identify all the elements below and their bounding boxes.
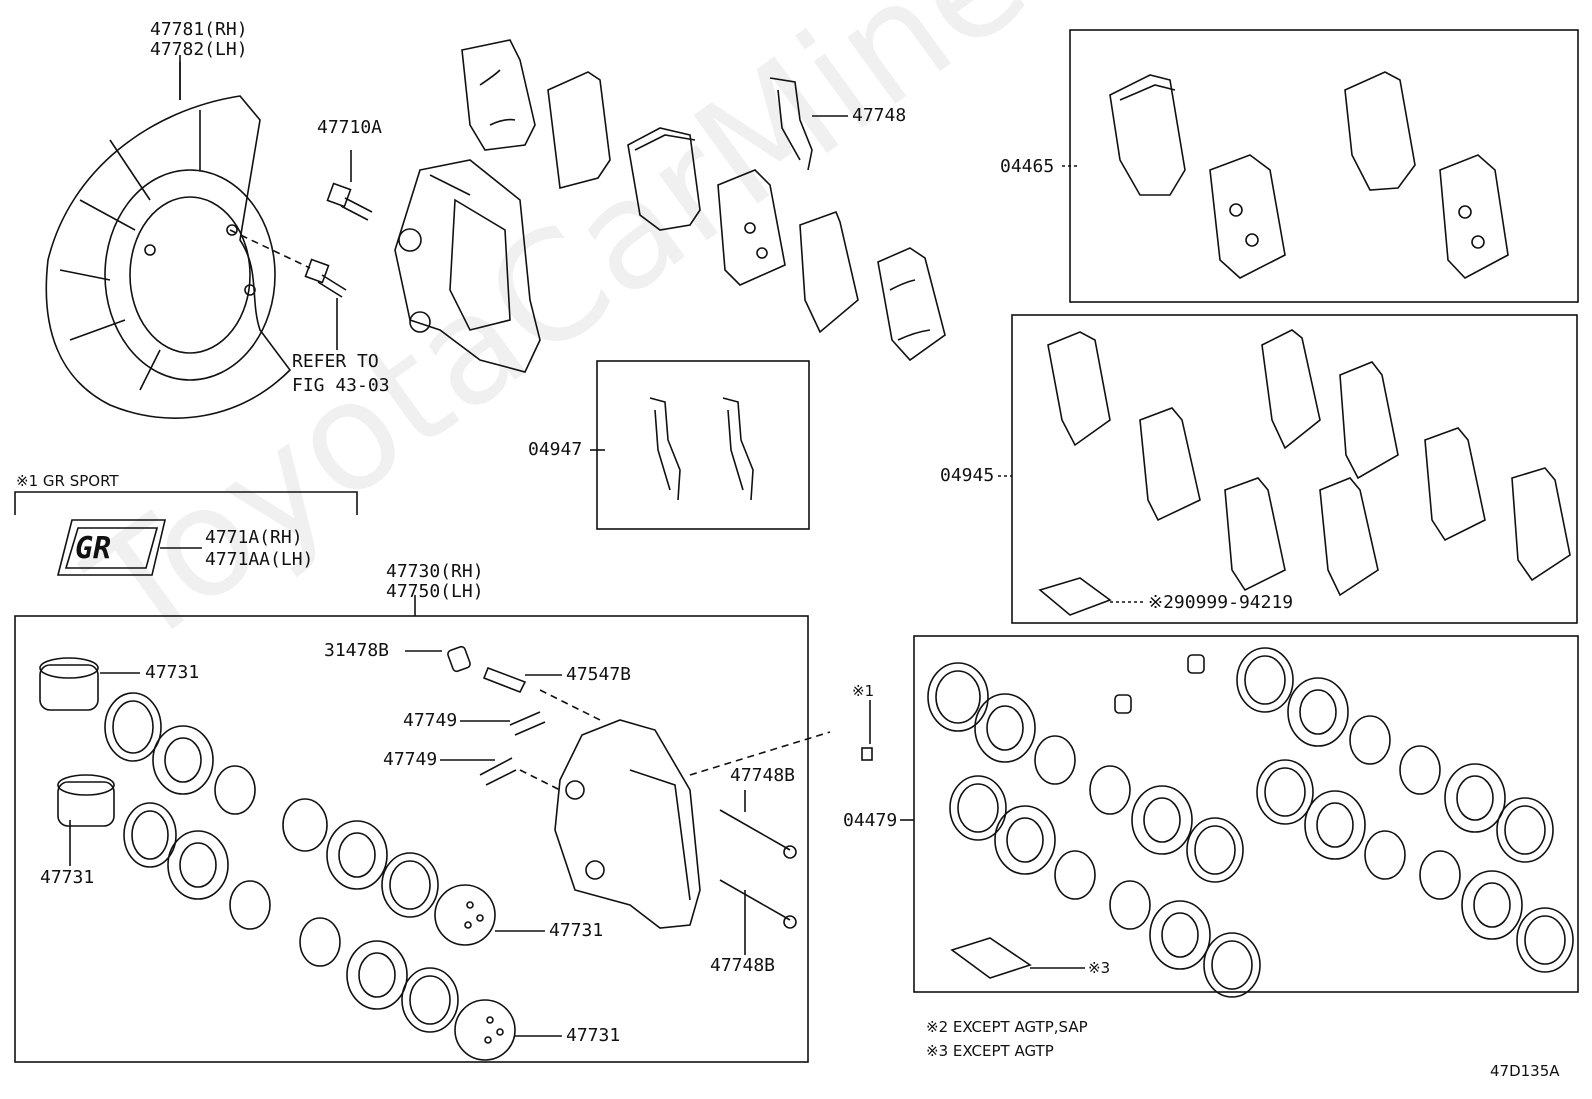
label-caliper-rh: 47730(RH) <box>386 561 484 582</box>
label-cap-31478b: 31478B <box>324 640 390 661</box>
bolt-drawing <box>229 150 373 350</box>
label-spring-47748: 47748 <box>852 105 907 126</box>
label-bolt-47710a: 47710A <box>317 117 383 138</box>
caliper-assembly-drawing <box>447 645 873 929</box>
label-kit-04479: 04479 <box>843 810 898 831</box>
label-kit-04465: 04465 <box>1000 156 1055 177</box>
gr-emblem-drawing <box>56 519 167 576</box>
label-piston-47731-a: 47731 <box>145 662 200 683</box>
kit-04945-drawing <box>1038 329 1571 616</box>
kit-04465-drawing <box>1109 71 1509 279</box>
label-note-mark-1: ※1 <box>852 682 875 700</box>
footnote-2: ※2 EXCEPT AGTP,SAP <box>926 1018 1088 1036</box>
label-piston-47731-b: 47731 <box>40 867 95 888</box>
label-kit-04945: 04945 <box>940 465 995 486</box>
spring-47748-drawing <box>769 77 813 171</box>
frame-caliper-assembly <box>14 615 809 1063</box>
diagram-code: 47D135A <box>1490 1062 1560 1080</box>
label-mark-3: ※3 <box>1088 959 1111 977</box>
label-caliper-lh: 47750(LH) <box>386 581 484 602</box>
label-emblem-rh: 4771A(RH) <box>205 527 303 548</box>
label-refer-to: REFER TO <box>292 351 379 372</box>
gr-emblem-text: GR <box>75 531 112 566</box>
frame-gr-sport <box>14 491 358 515</box>
footnote-3: ※3 EXCEPT AGTP <box>926 1042 1054 1060</box>
label-pack-90999-94219: ※290999-94219 <box>1148 592 1294 613</box>
pads-top <box>461 39 946 362</box>
frame-kit-04465 <box>1069 29 1579 303</box>
label-refer-fig: FIG 43-03 <box>292 375 390 396</box>
label-disc-cover-lh: 47782(LH) <box>150 39 248 60</box>
label-disc-cover-rh: 47781(RH) <box>150 19 248 40</box>
label-bleeder-47547b: 47547B <box>566 664 632 685</box>
label-piston-47731-c: 47731 <box>549 920 604 941</box>
disc-cover-drawing <box>45 55 292 419</box>
frame-kit-04945 <box>1011 314 1578 624</box>
pistons-seals-drawing <box>39 657 516 1061</box>
label-emblem-lh: 4771AA(LH) <box>205 549 314 570</box>
label-kit-04947: 04947 <box>528 439 583 460</box>
label-gr-sport: ※1 GR SPORT <box>16 472 119 490</box>
label-piston-47731-d: 47731 <box>566 1025 621 1046</box>
caliper-drawing-top <box>394 159 541 373</box>
label-clip-47749-a: 47749 <box>403 710 458 731</box>
label-clip-47749-b: 47749 <box>383 749 438 770</box>
kit-04479-drawing <box>927 647 1574 998</box>
frame-kit-04947 <box>596 360 810 530</box>
kit-04947-drawing <box>649 397 754 501</box>
label-pin-47748b-b: 47748B <box>710 955 776 976</box>
label-pin-47748b-a: 47748B <box>730 765 796 786</box>
